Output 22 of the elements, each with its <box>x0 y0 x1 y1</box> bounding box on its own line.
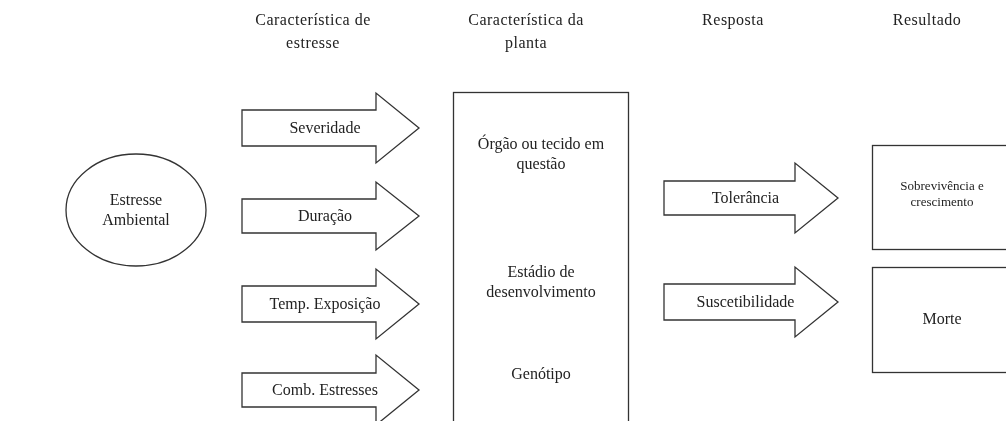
edge-label: Duração <box>296 206 354 226</box>
column-heading: Característica da planta <box>467 10 585 54</box>
edge-label: Suscetibilidade <box>695 292 796 312</box>
column-heading: Característica de estresse <box>254 10 372 54</box>
edge-label: Temp. Exposição <box>268 294 382 314</box>
node-text: Órgão ou tecido em questão <box>476 134 606 174</box>
edge-label: Tolerância <box>710 188 781 208</box>
node-text: Sobrevivência e crescimento <box>899 178 985 211</box>
edge-label: Comb. Estresses <box>271 380 379 400</box>
block-arrow <box>241 180 421 252</box>
block-arrow <box>241 353 421 421</box>
node-text: Genótipo <box>510 364 572 384</box>
column-heading: Resposta <box>701 10 765 31</box>
block-arrow <box>241 267 421 341</box>
block-arrow <box>663 265 840 339</box>
column-heading: Resultado <box>891 10 963 30</box>
edge-label: Severidade <box>288 118 362 138</box>
node-text: Estádio de desenvolvimento <box>485 262 597 302</box>
node-text: Morte <box>921 309 963 329</box>
node-text: Estresse Ambiental <box>101 190 171 230</box>
block-arrow <box>241 91 421 165</box>
block-arrow <box>663 161 840 235</box>
